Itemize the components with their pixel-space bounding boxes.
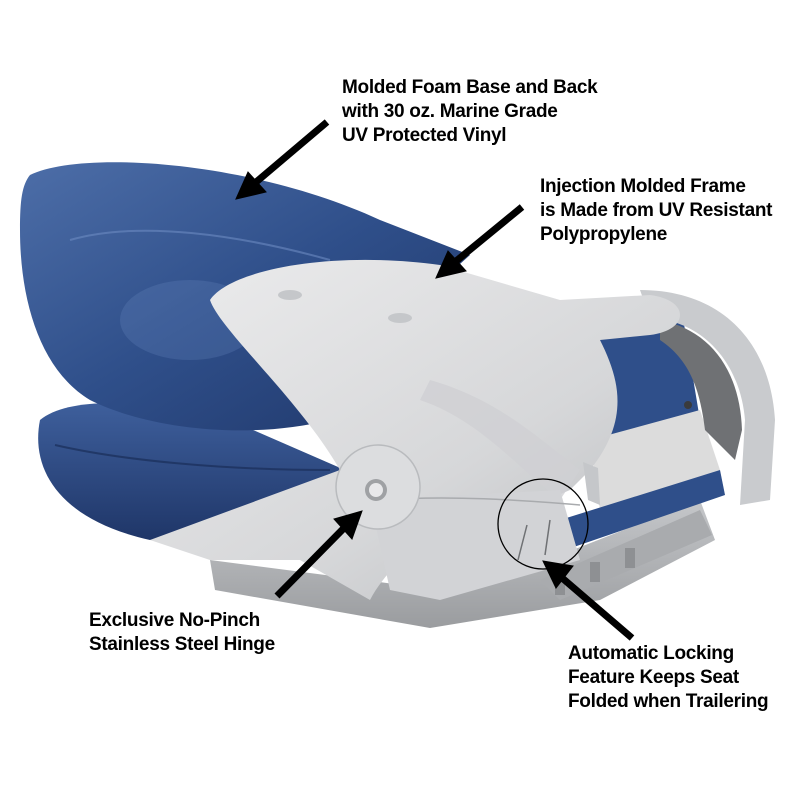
arrow-head-frame [435, 250, 467, 279]
callout-foam-vinyl: Molded Foam Base and Back with 30 oz. Ma… [342, 76, 598, 148]
callout-line: Injection Molded Frame [540, 176, 746, 197]
callout-line: Automatic Locking [568, 643, 734, 664]
callout-line: Molded Foam Base and Back [342, 77, 598, 98]
callout-line: Exclusive No-Pinch [89, 610, 260, 631]
callout-line: with 30 oz. Marine Grade [342, 101, 558, 122]
arrow-head-locking [542, 560, 574, 589]
callout-line: Polypropylene [540, 224, 668, 245]
callout-line: Feature Keeps Seat [568, 667, 739, 688]
arrow-head-hinge [333, 510, 363, 540]
callout-frame: Injection Molded Frame is Made from UV R… [540, 175, 772, 247]
locking-latch [497, 462, 600, 570]
callout-line: Stainless Steel Hinge [89, 634, 275, 655]
locking-highlight-circle [497, 478, 589, 570]
frame-right-arm [640, 290, 775, 505]
frame-shell [150, 259, 680, 600]
callout-arrows [235, 119, 635, 641]
callout-hinge: Exclusive No-Pinch Stainless Steel Hinge [89, 609, 275, 657]
callout-locking: Automatic Locking Feature Keeps Seat Fol… [568, 642, 769, 714]
callout-line: UV Protected Vinyl [342, 125, 507, 146]
callout-line: is Made from UV Resistant [540, 200, 773, 221]
arrow-head-foam [235, 171, 267, 200]
callout-line: Folded when Trailering [568, 691, 769, 712]
base-tray [210, 500, 715, 628]
hinge [335, 444, 421, 530]
